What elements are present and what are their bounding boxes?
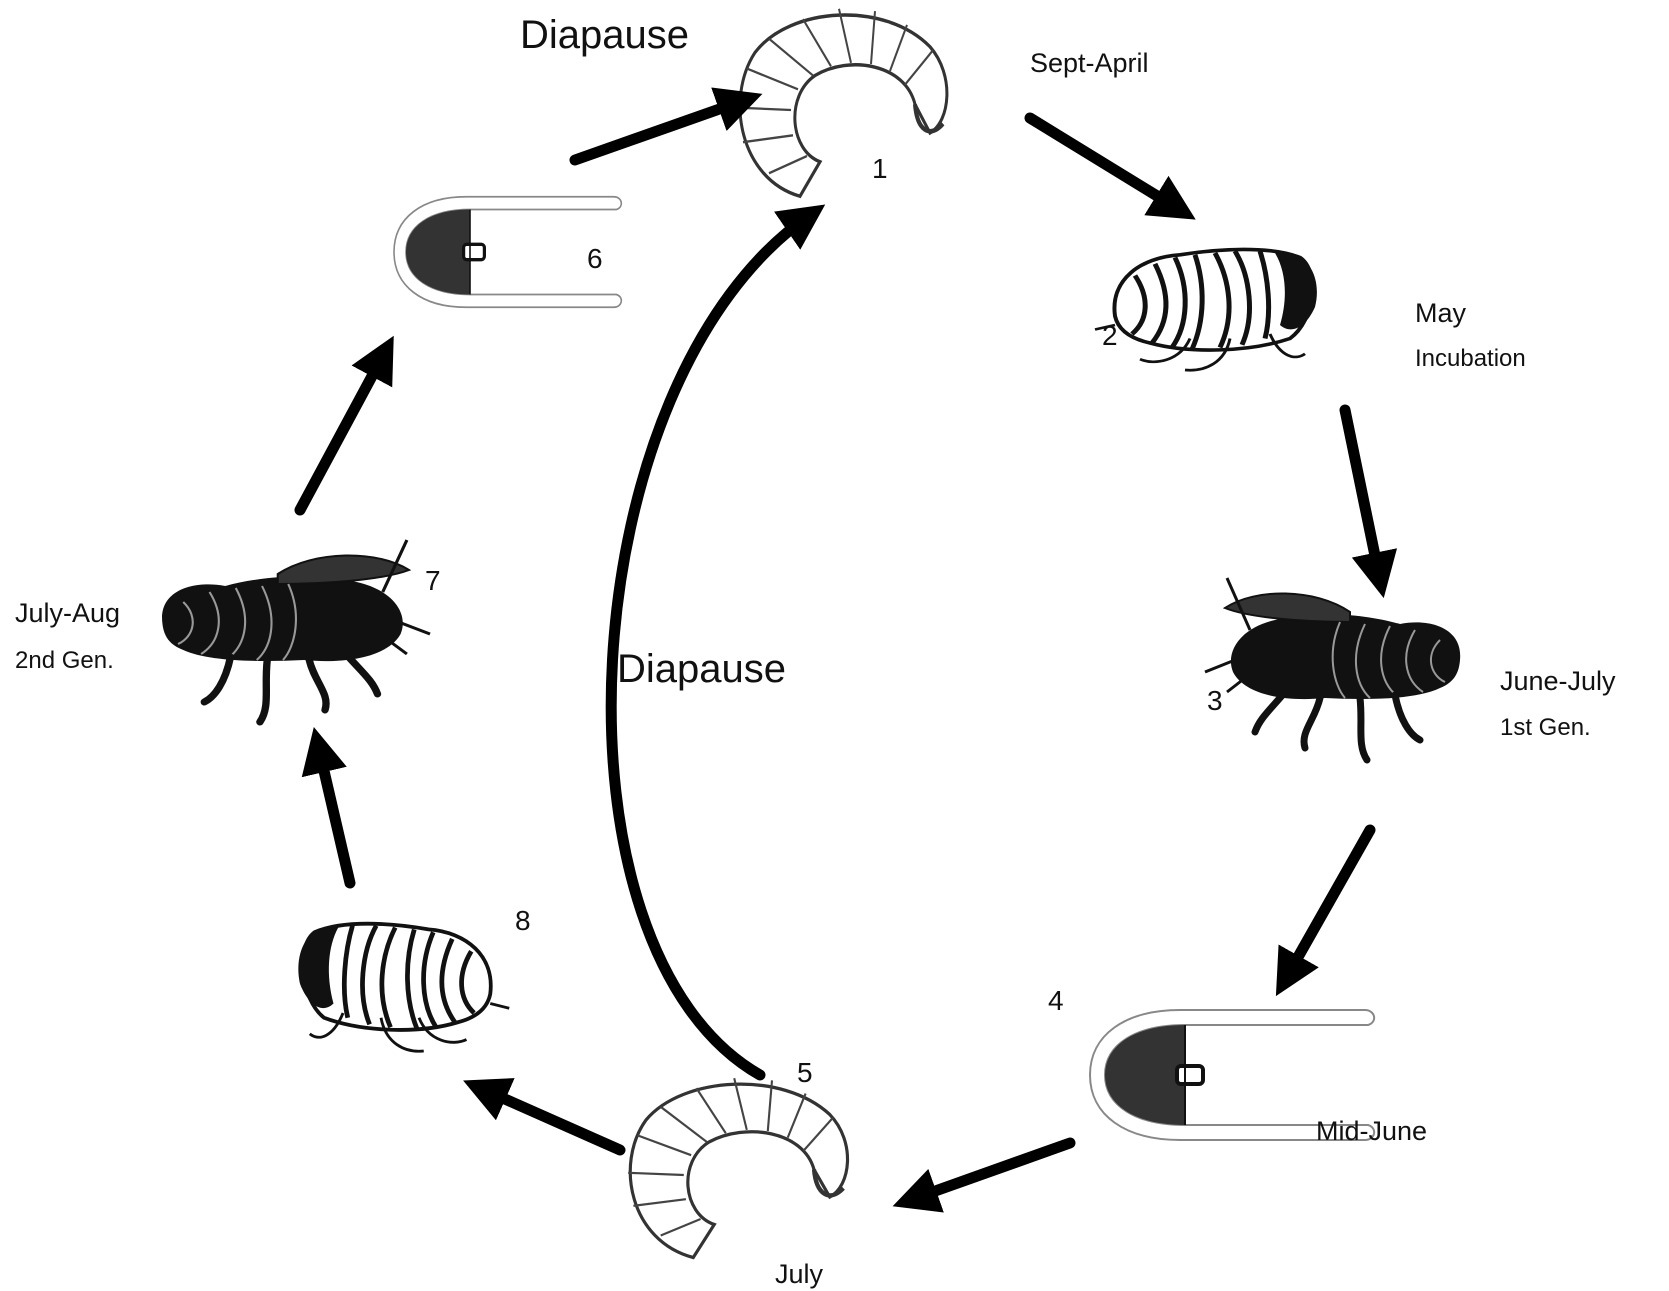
stage-1-larva-icon — [738, 9, 947, 196]
stage-3-time-label: June-July — [1500, 666, 1616, 696]
arrow-7-to-8 — [300, 352, 385, 510]
stage-2-number: 2 — [1102, 320, 1118, 351]
stage-4-time-label: Mid-June — [1316, 1116, 1427, 1146]
arrow-6-to-7 — [318, 745, 350, 883]
stage-7-gen-label: 2nd Gen. — [15, 647, 114, 674]
arrow-1-to-2 — [1030, 118, 1180, 210]
stage-5-time-label: July — [775, 1259, 824, 1289]
stage-6-pupa-icon — [298, 924, 509, 1052]
stage-2-time-label: May — [1415, 298, 1467, 328]
diapause-label-top: Diapause — [520, 13, 689, 57]
stage-7-number: 7 — [425, 565, 441, 596]
stage-3-number: 3 — [1207, 685, 1223, 716]
stage-5-number: 5 — [797, 1057, 813, 1088]
diapause-arrow-5-to-1 — [611, 215, 810, 1075]
stage-7-time-label: July-Aug — [15, 598, 120, 628]
arrow-2-to-3 — [1345, 410, 1380, 580]
stage-3-gen-label: 1st Gen. — [1500, 714, 1591, 741]
stage-5-larva-icon — [628, 1078, 847, 1257]
arrow-3-to-4 — [1285, 830, 1370, 980]
stage-6-number: 6 — [587, 243, 603, 274]
stage-3-adult-bee-icon — [1205, 578, 1460, 760]
stage-4-number: 4 — [1048, 985, 1064, 1016]
stage-7-adult-bee-icon — [162, 540, 430, 722]
arrow-8-to-1 — [575, 100, 745, 160]
stage-1-time-label: Sept-April — [1030, 48, 1149, 78]
stage-2-pupa-icon — [1095, 249, 1317, 370]
stage-8-number: 8 — [515, 905, 531, 936]
arrow-4-to-5 — [910, 1143, 1070, 1200]
diapause-label-center: Diapause — [617, 647, 786, 691]
stage-1-number: 1 — [872, 153, 888, 184]
stage-2-note-label: Incubation — [1415, 345, 1526, 372]
arrow-5-to-6 — [480, 1088, 620, 1150]
